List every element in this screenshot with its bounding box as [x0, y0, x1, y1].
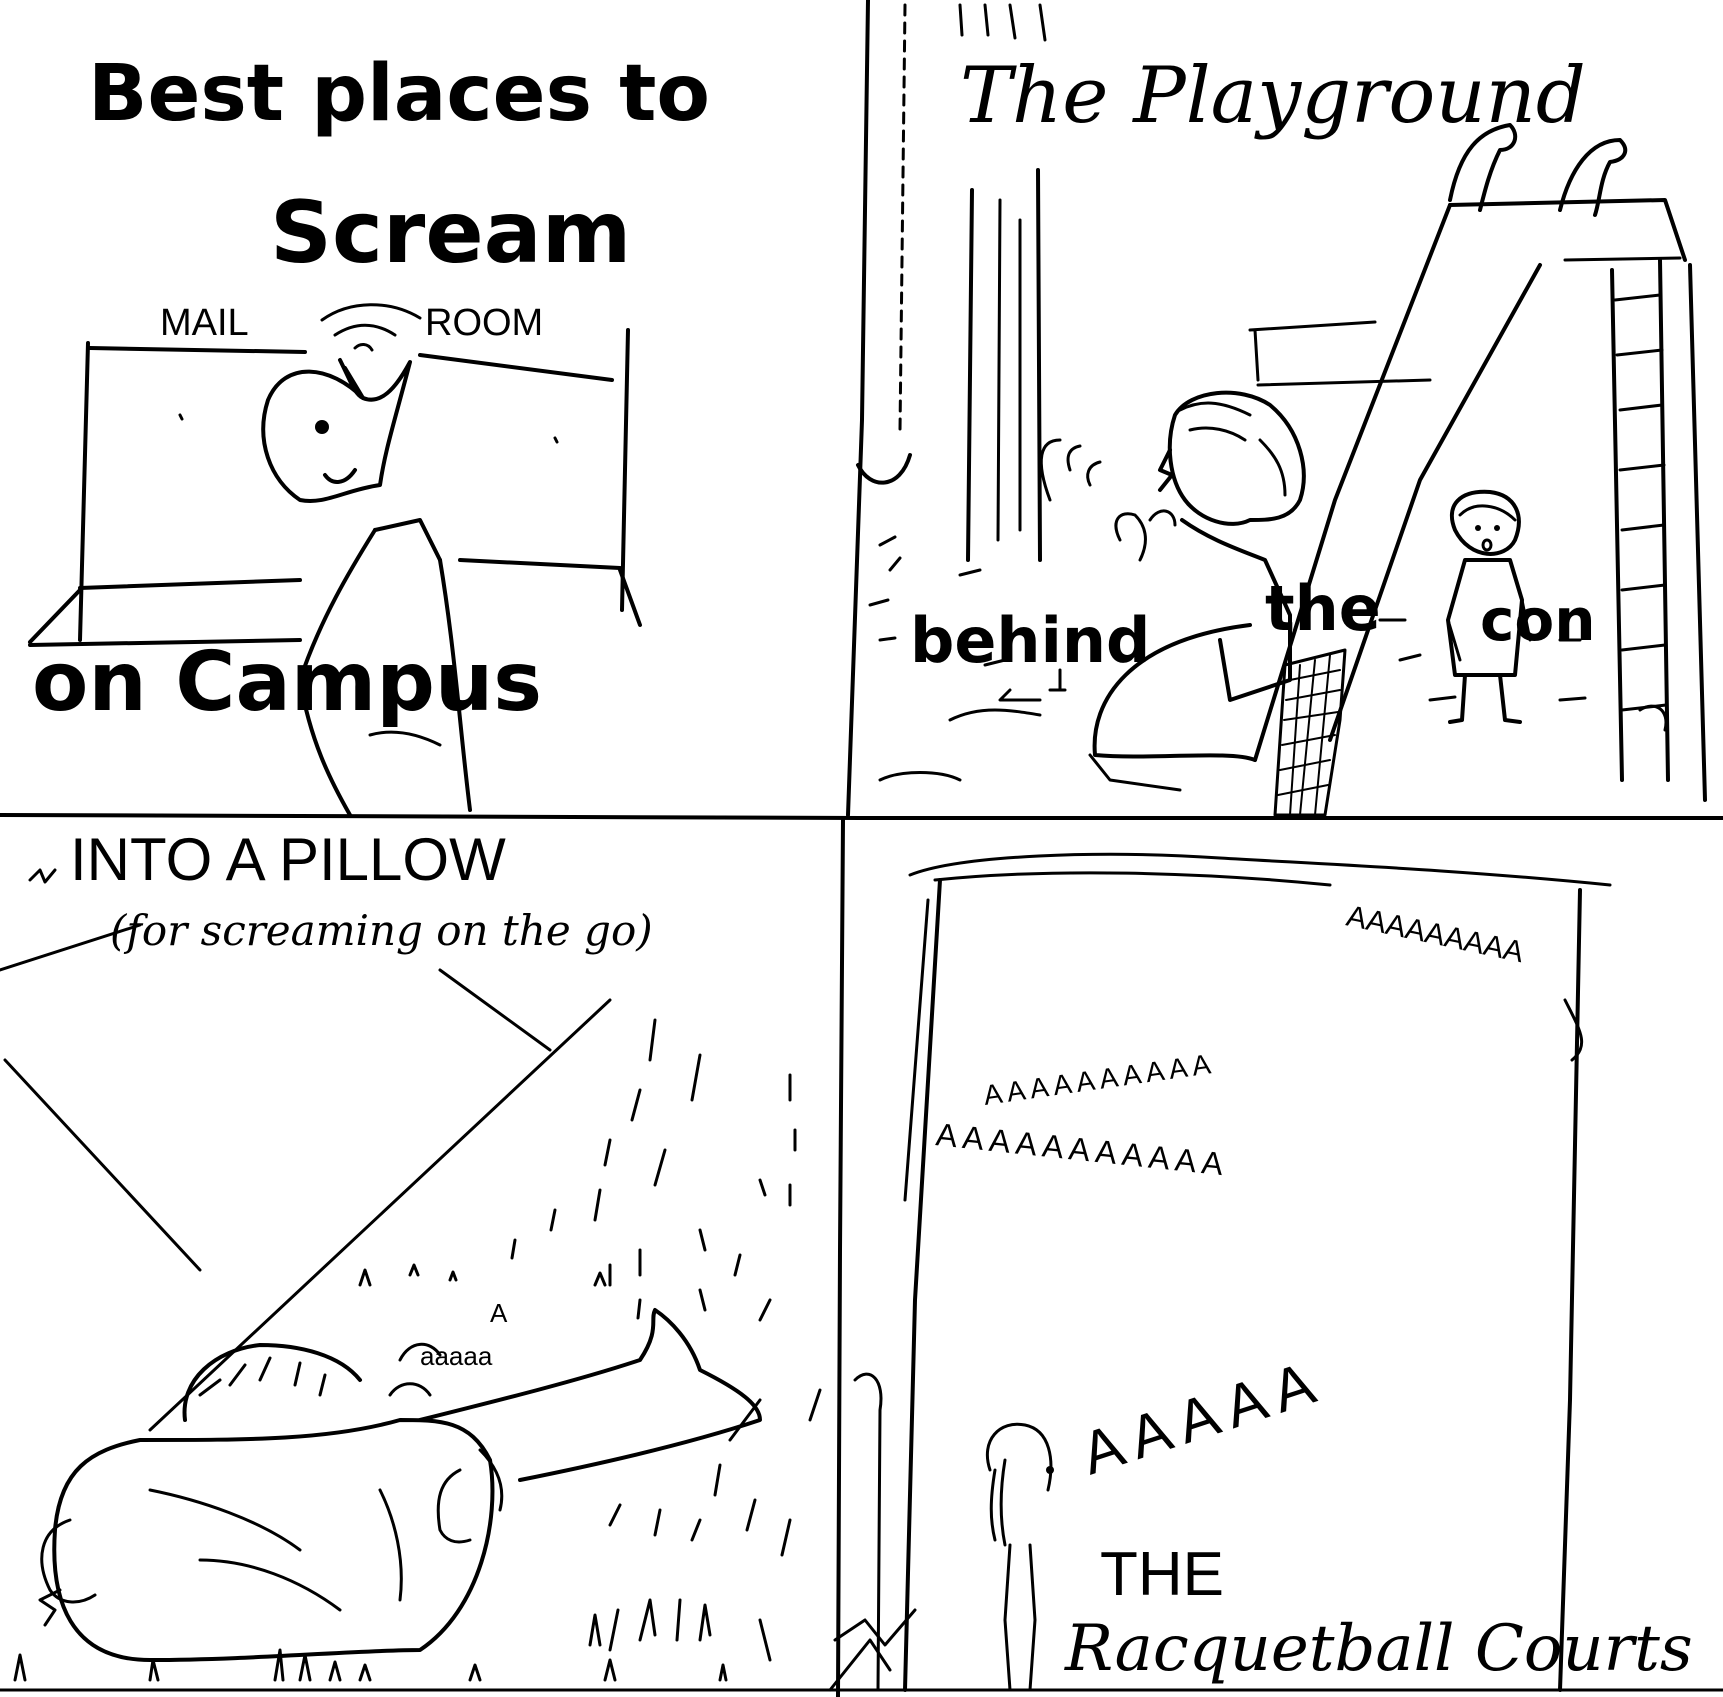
ladder [1610, 258, 1707, 802]
panel-2: The Playground behind the con [856, 3, 1707, 817]
squiggle-mark [28, 868, 57, 884]
divider-vertical-top [846, 0, 870, 817]
panel3-subtitle: (for screaming on the go) [110, 906, 653, 955]
scream-row-1: AAAAAAAAA [1344, 900, 1527, 970]
panel4-caption-line1: THE [1100, 1540, 1224, 1609]
panel-3: INTO A PILLOW (for screaming on the go) … [0, 826, 822, 1682]
scream-row-3: A A A A A A A A A A A [934, 1116, 1225, 1182]
divider-vertical-bottom [836, 818, 845, 1697]
muffled-scream: aaaaa [420, 1341, 493, 1371]
panel-4: AAAAAAAAA A A A A A A A A A A A A A A A … [828, 852, 1693, 1692]
panel1-title-line3: on Campus [32, 635, 542, 730]
panel-1: Best places to Scream on Campus MAIL ROO… [28, 49, 710, 817]
grass [13, 1503, 772, 1682]
panel1-title-line1: Best places to [88, 49, 710, 139]
panel1-title-line2: Scream [270, 183, 631, 283]
panel2-title: The Playground [960, 51, 1586, 141]
mailroom-window [28, 328, 642, 647]
panel4-caption-line2: Racquetball Courts [1064, 1612, 1693, 1686]
muffled-scream-a: A [490, 1298, 508, 1328]
little-kid [1446, 489, 1532, 724]
ground-marks [868, 535, 1587, 782]
divider-horizontal [0, 813, 1723, 820]
screaming-character [261, 303, 472, 817]
slide [1088, 123, 1687, 792]
pole [958, 3, 1047, 562]
racquetball-court [828, 852, 1612, 1692]
panel3-title: INTO A PILLOW [70, 826, 506, 893]
screaming-woman [985, 1422, 1054, 1692]
scream-row-2: A A A A A A A A A A [982, 1048, 1213, 1111]
panel2-caption-con: con [1480, 586, 1596, 654]
panel2-caption-the: the [1265, 572, 1381, 645]
mailroom-sign-right: ROOM [425, 302, 543, 344]
scream-lines [358, 1018, 822, 1557]
screaming-girl [1039, 390, 1347, 817]
panel2-caption-behind: behind [910, 604, 1150, 677]
swing-chain [856, 3, 912, 485]
playground-structure [1248, 320, 1432, 387]
mailroom-sign-left: MAIL [160, 302, 249, 344]
scream-row-4: A A A A A [1073, 1349, 1322, 1487]
person-in-pillow [38, 1308, 762, 1662]
